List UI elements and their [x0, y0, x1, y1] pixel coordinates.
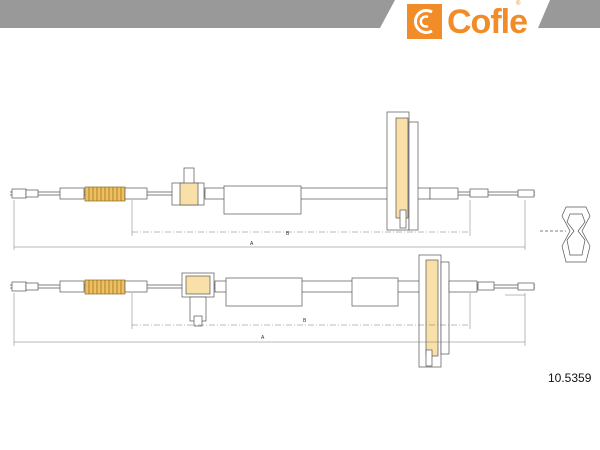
registered-mark: ®	[516, 1, 521, 7]
dimension-label-lower-sheath: B	[303, 318, 307, 324]
dimension-label-upper-overall: A	[250, 241, 254, 247]
cable-clip-detail-icon	[540, 206, 591, 263]
header-banner	[0, 0, 395, 28]
dimension-lower	[13, 293, 526, 346]
dimension-upper	[13, 200, 526, 250]
header-banner-corner	[538, 0, 600, 28]
part-number: 10.5359	[548, 371, 592, 385]
cofle-logo-icon	[407, 4, 442, 39]
cable-upper	[10, 111, 535, 231]
dimension-label-upper-sheath: B	[286, 231, 290, 237]
cable-lower	[10, 254, 535, 368]
dimension-label-lower-overall: A	[261, 335, 265, 341]
brand-name: Cofle	[447, 3, 528, 41]
